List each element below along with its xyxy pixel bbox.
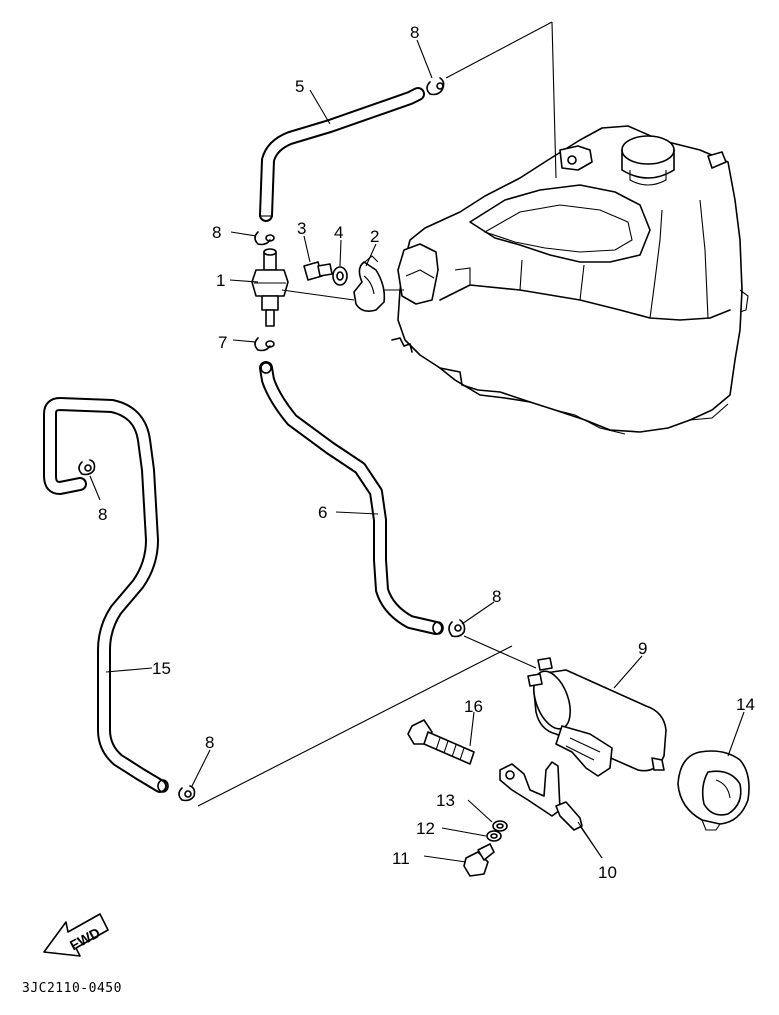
label-part-2: 2 — [370, 227, 379, 246]
fuel-hose-5 — [259, 87, 425, 222]
label-part-4: 4 — [334, 223, 343, 242]
label-part-5: 5 — [295, 77, 304, 96]
washer-12 — [486, 830, 502, 842]
part-14-cover — [677, 750, 750, 831]
label-part-15: 15 — [152, 659, 171, 678]
washer-13 — [492, 820, 508, 832]
label-part-9: 9 — [638, 639, 647, 658]
reference-lines — [197, 21, 603, 859]
label-part-8-top: 8 — [410, 23, 419, 42]
label-part-13: 13 — [436, 791, 455, 810]
filter-clamp — [353, 255, 386, 312]
label-part-8-left: 8 — [98, 505, 107, 524]
label-part-10: 10 — [598, 863, 617, 882]
hose-clip-filter-top — [254, 231, 275, 246]
bolt-3 — [303, 261, 333, 281]
washer-4 — [332, 266, 348, 286]
hose-clip-left — [78, 459, 96, 476]
label-part-6: 6 — [318, 503, 327, 522]
hose-clip-bottom — [178, 785, 196, 802]
label-part-14: 14 — [736, 695, 755, 714]
label-part-12: 12 — [416, 819, 435, 838]
label-part-11: 11 — [392, 849, 410, 868]
fuel-pump — [527, 657, 667, 777]
hose-clip-pump-inlet — [448, 619, 466, 638]
diagram-code: 3JC2110-0450 — [22, 981, 122, 996]
forward-direction-arrow: FWD — [43, 913, 109, 957]
fuel-filter — [251, 248, 289, 327]
label-part-1: 1 — [216, 271, 225, 290]
label-part-7: 7 — [218, 333, 227, 352]
hose-clip-upper — [426, 77, 445, 96]
fuel-tank — [391, 125, 749, 435]
pump-bracket — [499, 761, 583, 831]
label-part-8-filter: 8 — [212, 223, 221, 242]
fuel-hose-6 — [259, 361, 444, 635]
label-part-3: 3 — [297, 219, 306, 238]
label-part-16: 16 — [464, 697, 483, 716]
bolt-16 — [407, 719, 475, 765]
label-part-8-bottom: 8 — [205, 733, 214, 752]
bolt-11 — [463, 843, 495, 877]
fuel-hose-15 — [43, 397, 169, 793]
leader-lines — [89, 39, 745, 863]
hose-clip-filter-bottom — [254, 337, 275, 352]
label-part-8-pump: 8 — [492, 587, 501, 606]
